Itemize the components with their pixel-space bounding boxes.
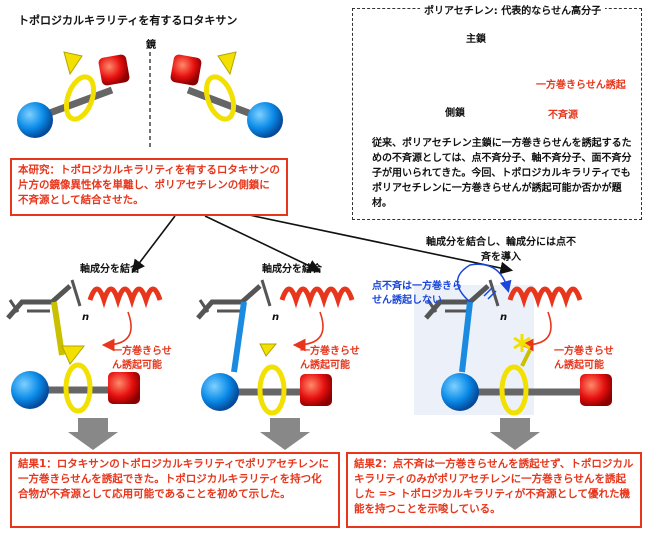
ring-cone-icon — [217, 51, 237, 76]
yellow-ring-icon — [203, 74, 237, 122]
result1-box: 結果1：ロタキサンのトポロジカルキラリティでポリアセチレンに一方巻きらせんを誘起… — [10, 452, 340, 528]
red-stopper-icon — [580, 374, 612, 406]
ring-cone-icon — [63, 51, 83, 76]
down-arrow-icon — [260, 418, 310, 450]
left-possible-label: 一方巻きらせん誘起可能 — [112, 346, 172, 371]
structure-right: n — [414, 263, 612, 450]
asym-source-label: 不斉源 — [548, 110, 578, 121]
right-point-chirality-note: 点不斉は一方巻きらせん誘起しない — [372, 281, 462, 306]
arrow-label-mid: 軸成分を結合 — [262, 262, 323, 275]
red-stopper-icon — [98, 54, 130, 86]
blue-stopper-icon — [247, 102, 283, 138]
structure-mid: n — [196, 279, 355, 450]
polyacetylene-title: ポリアセチレン: 代表的ならせん高分子 — [420, 2, 606, 17]
ring-cone-icon — [259, 343, 278, 357]
side-chain-label: 側鎖 — [445, 108, 465, 119]
ring-cone-icon — [61, 345, 86, 365]
arrow-to-mid — [204, 215, 321, 272]
rotaxane-title: トポロジカルキラリティを有するロタキサン — [18, 14, 238, 27]
blue-stopper-icon — [17, 102, 53, 138]
red-helix-icon — [507, 286, 583, 309]
yellow-ring-icon — [257, 364, 287, 416]
result2-box: 結果2：点不斉は一方巻きらせんを誘起せず、トポロジカルキラリティのみがポリアセチ… — [346, 452, 642, 528]
yellow-ring-icon — [63, 74, 97, 122]
induce-label: 一方巻きらせん誘起 — [536, 80, 626, 91]
rotaxane-enantiomer-right — [170, 51, 283, 138]
arrow-to-left — [132, 215, 176, 273]
polyacetylene-box — [352, 8, 642, 220]
down-arrow-icon — [68, 418, 118, 450]
red-helix-icon — [87, 286, 163, 309]
structure-left: n — [6, 279, 163, 450]
research-box: 本研究：トポロジカルキラリティを有するロタキサンの片方の鏡像異性体を単離し、ポリ… — [10, 158, 288, 216]
mirror-label: 鏡 — [146, 40, 156, 51]
arrow-to-right — [234, 211, 514, 275]
yellow-ring-icon — [63, 362, 93, 414]
point-chirality-star-icon — [513, 334, 531, 352]
arrow-label-right: 軸成分を結合し、輪成分には点不斉を導入 — [426, 237, 576, 263]
down-arrow-icon — [490, 418, 540, 450]
red-stopper-icon — [300, 374, 332, 406]
red-helix-icon — [279, 286, 355, 309]
main-chain-label: 主鎖 — [466, 34, 486, 45]
svg-text:n: n — [272, 312, 279, 323]
red-stopper-icon — [170, 54, 202, 86]
mid-possible-label: 一方巻きらせん誘起可能 — [300, 346, 360, 371]
yellow-ring-icon — [499, 364, 529, 416]
blue-stopper-icon — [11, 371, 49, 409]
arrow-label-left: 軸成分を結合 — [80, 262, 141, 275]
svg-text:n: n — [82, 312, 89, 323]
blue-stopper-icon — [441, 373, 479, 411]
rotaxane-enantiomer-left — [17, 51, 130, 138]
red-stopper-icon — [108, 372, 140, 404]
blue-stopper-icon — [201, 373, 239, 411]
svg-text:n: n — [500, 312, 507, 323]
right-possible-label: 一方巻きらせん誘起可能 — [554, 346, 614, 371]
polyacetylene-description: 従来、ポリアセチレン主鎖に一方巻きらせんを誘起するための不斉源としては、点不斉分… — [372, 138, 632, 209]
